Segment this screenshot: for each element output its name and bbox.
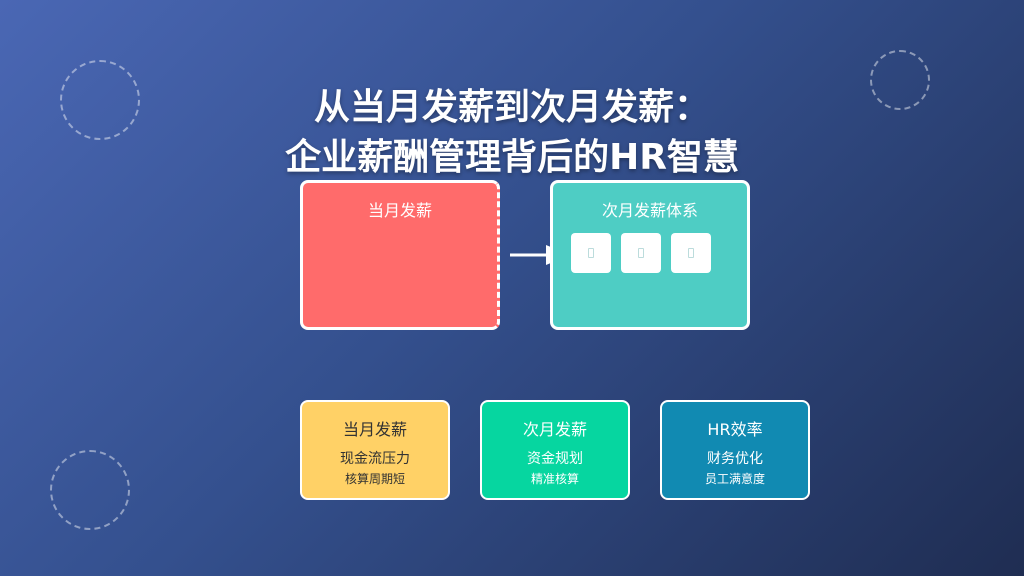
decorative-circle-top-right <box>870 50 930 110</box>
missing-glyph-icon <box>588 248 594 258</box>
card-next-month: 次月发薪 资金规划 精准核算 <box>480 400 630 500</box>
missing-glyph-icon <box>638 248 644 258</box>
page-title-line-1: 从当月发薪到次月发薪： <box>313 87 710 128</box>
card-hr-efficiency: HR效率 财务优化 员工满意度 <box>660 400 810 500</box>
card-point-1: 资金规划 <box>527 451 583 467</box>
card-point-2: 员工满意度 <box>704 472 765 486</box>
card-point-1: 现金流压力 <box>340 451 410 467</box>
current-month-box-label: 当月发薪 <box>367 201 432 220</box>
card-title: 次月发薪 <box>522 420 587 439</box>
missing-glyph-icon <box>688 248 694 258</box>
decorative-circle-top-left <box>60 60 140 140</box>
placeholder-icon <box>571 233 611 273</box>
card-current-month: 当月发薪 现金流压力 核算周期短 <box>300 400 450 500</box>
card-point-1: 财务优化 <box>707 451 763 467</box>
card-title: 当月发薪 <box>342 420 407 439</box>
card-point-2: 核算周期短 <box>344 472 405 486</box>
card-title: HR效率 <box>707 420 763 439</box>
decorative-circle-bottom-left <box>50 450 130 530</box>
current-month-box: 当月发薪 <box>300 180 500 330</box>
page-title-line-2: 企业薪酬管理背后的HR智慧 <box>285 137 739 178</box>
placeholder-icon <box>621 233 661 273</box>
next-month-system-box: 次月发薪体系 <box>550 180 750 330</box>
card-point-2: 精准核算 <box>530 472 579 486</box>
next-month-system-box-label: 次月发薪体系 <box>601 201 698 220</box>
placeholder-icon <box>671 233 711 273</box>
